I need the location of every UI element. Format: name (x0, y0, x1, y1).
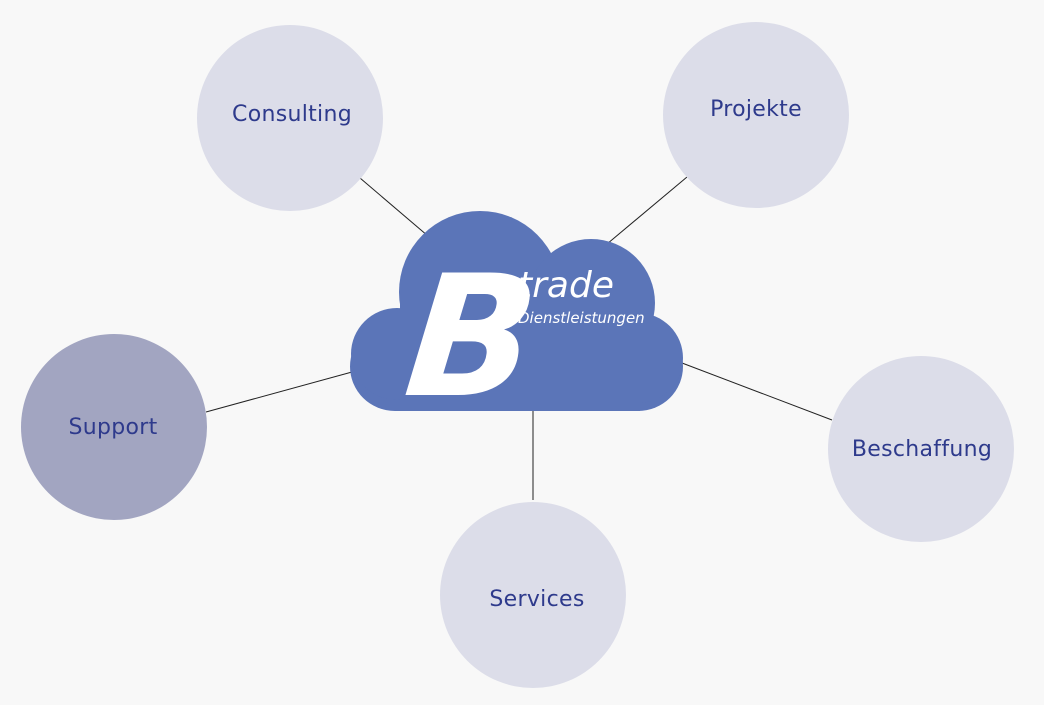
node-projekte[interactable]: Projekte (663, 22, 849, 208)
node-label: Support (68, 414, 158, 440)
node-label: Consulting (232, 101, 352, 127)
connector-beschaffung (681, 362, 833, 421)
node-services[interactable]: Services (440, 502, 626, 688)
connector-support (205, 371, 353, 413)
node-support[interactable]: Support (21, 334, 207, 520)
connector-consulting (359, 177, 429, 237)
node-label: Services (489, 586, 585, 612)
connector-projekte (606, 176, 688, 245)
node-consulting[interactable]: Consulting (197, 25, 383, 211)
node-label: Beschaffung (851, 436, 993, 462)
node-beschaffung[interactable]: Beschaffung (828, 356, 1014, 542)
node-label: Projekte (710, 96, 802, 122)
